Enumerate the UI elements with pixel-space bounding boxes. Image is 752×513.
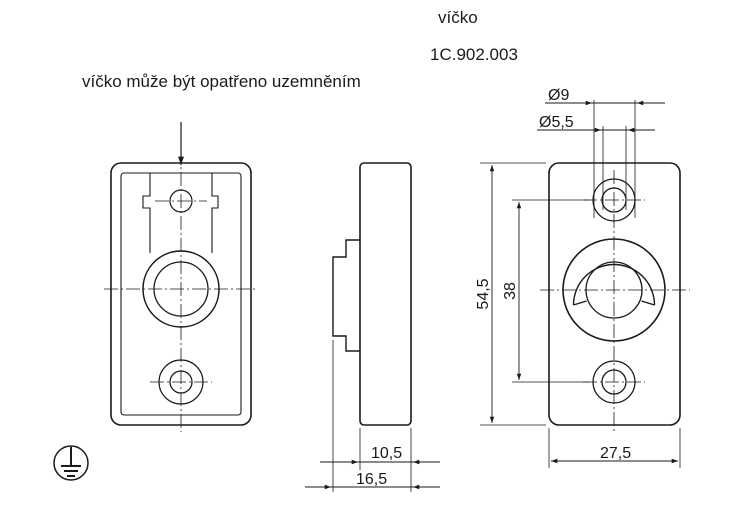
dim-overall-height: 54,5 [475,278,492,309]
rear-centerlines [104,150,258,432]
side-boss-profile [332,239,360,352]
dim-depth-small: 10,5 [371,445,402,462]
front-body-outline [548,162,681,426]
side-body-outline [359,162,412,426]
dim-hole-inner-diameter: Ø5,5 [539,114,574,131]
dim-hole-spacing: 38 [502,282,519,300]
front-ring-notch [573,300,655,306]
front-centerlines [540,170,690,432]
dim-hole-diameter: Ø9 [548,87,569,104]
dim-depth-total: 16,5 [356,471,387,488]
dim-overall-width: 27,5 [600,445,631,462]
drawing-title: víčko [438,8,478,27]
grounding-plate [142,173,219,253]
side-view [305,162,440,492]
ground-symbol-icon [53,445,89,481]
part-number: 1C.902.003 [430,45,518,64]
rear-view [104,122,258,432]
front-view [480,100,690,468]
grounding-note: víčko může být opatřeno uzemněním [82,72,361,91]
